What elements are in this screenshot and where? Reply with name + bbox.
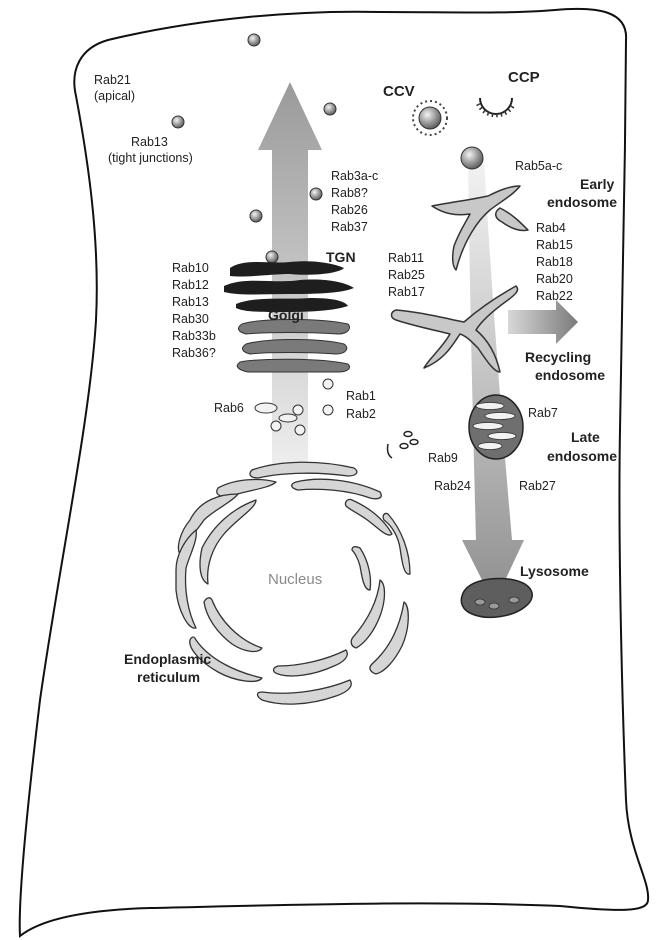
clathrin-coated-pit-icon	[478, 98, 514, 115]
nucleus-label: Nucleus	[268, 571, 322, 588]
early-rab-2: Rab18	[536, 255, 573, 269]
early-rab-4: Rab22	[536, 289, 573, 303]
vesicle	[172, 116, 184, 128]
rab6-label: Rab6	[214, 401, 244, 415]
late-endosome-label: endosome	[547, 448, 617, 464]
tight-junctions-label: (tight junctions)	[108, 151, 193, 165]
lysosome	[461, 579, 532, 618]
golgi-rab-1: Rab12	[172, 278, 209, 292]
recycling-endosome-label: endosome	[535, 367, 605, 383]
golgi-rab-0: Rab10	[172, 261, 209, 275]
golgi-rab-5: Rab36?	[172, 346, 216, 360]
rab13-top-label: Rab13	[131, 135, 168, 149]
vesicle	[250, 210, 262, 222]
tgn-label: TGN	[326, 249, 356, 265]
rab37-label: Rab37	[331, 220, 368, 234]
rab26-label: Rab26	[331, 203, 368, 217]
vesicle	[248, 34, 260, 46]
rab2-label: Rab2	[346, 407, 376, 421]
recycling-arrow	[508, 300, 578, 344]
er-label-line1: Endoplasmic	[124, 651, 211, 667]
rab3ac-label: Rab3a-c	[331, 169, 378, 183]
late-label: Late	[571, 429, 600, 445]
early-rab-0: Rab4	[536, 221, 566, 235]
late-endosome	[469, 395, 523, 459]
late-endosome-vesicles	[388, 432, 419, 459]
rab24-label: Rab24	[434, 479, 471, 493]
er-label-line2: reticulum	[137, 669, 200, 685]
tgn-rab-1: Rab25	[388, 268, 425, 282]
vesicle	[266, 251, 278, 263]
trans-golgi-network	[224, 261, 354, 312]
clathrin-coated-vesicle-icon	[413, 101, 447, 135]
rab21-label: Rab21	[94, 73, 131, 87]
recycling-label: Recycling	[525, 349, 591, 365]
rab27-label: Rab27	[519, 479, 556, 493]
vesicle	[461, 147, 483, 169]
golgi-label: Golgi	[268, 307, 304, 323]
early-endosome-label: endosome	[547, 194, 617, 210]
golgi-stack	[237, 320, 349, 373]
early-rab-1: Rab15	[536, 238, 573, 252]
vesicle	[310, 188, 322, 200]
ccv-label: CCV	[383, 83, 415, 100]
early-label: Early	[580, 176, 614, 192]
rab8-label: Rab8?	[331, 186, 368, 200]
early-rab-3: Rab20	[536, 272, 573, 286]
rab5ac-label: Rab5a-c	[515, 159, 562, 173]
golgi-rab-2: Rab13	[172, 295, 209, 309]
vesicle	[324, 103, 336, 115]
tgn-rab-2: Rab17	[388, 285, 425, 299]
ccp-label: CCP	[508, 69, 540, 86]
tgn-rab-0: Rab11	[388, 251, 424, 265]
golgi-rab-4: Rab33b	[172, 329, 216, 343]
rab7-label: Rab7	[528, 406, 558, 420]
rab9-label: Rab9	[428, 451, 458, 465]
golgi-rab-3: Rab30	[172, 312, 209, 326]
rab1-label: Rab1	[346, 389, 376, 403]
apical-label: (apical)	[94, 89, 135, 103]
lysosome-label: Lysosome	[520, 563, 589, 579]
